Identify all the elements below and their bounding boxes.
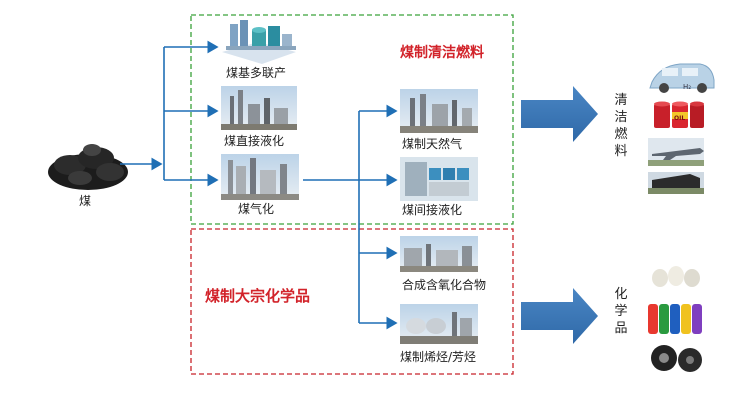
clean-fuel-output-label: 清洁燃料: [614, 93, 628, 159]
indirect-liquefaction-label: 煤间接液化: [402, 203, 463, 217]
chemicals-group-box: [190, 228, 514, 375]
colored-fibers-icon: [648, 304, 702, 334]
chemicals-big-arrow: [521, 288, 598, 344]
polygeneration-label: 煤基多联产: [226, 66, 287, 80]
clean-fuel-group-box: [190, 14, 514, 225]
olefins-aromatics-label: 煤制烯烃/芳烃: [400, 350, 477, 364]
oil-badge: OIL: [674, 115, 686, 122]
coal-pile-icon: [48, 144, 128, 190]
oxygenates-image: [400, 236, 478, 272]
sng-label: 煤制天然气: [402, 137, 463, 151]
gasification-image: [221, 154, 299, 200]
tires-icon: [651, 345, 702, 372]
polygeneration-plant-image: [222, 20, 296, 64]
indirect-liquefaction-image: [400, 157, 478, 201]
direct-liquefaction-image: [221, 86, 297, 130]
chemicals-group-title: 煤制大宗化学品: [205, 287, 311, 305]
direct-liquefaction-label: 煤直接液化: [224, 134, 285, 148]
truck-icon: [648, 172, 704, 194]
car-icon: [649, 63, 715, 93]
gasification-label: 煤气化: [238, 202, 275, 216]
olefins-aromatics-image: [400, 304, 478, 344]
clean-fuel-big-arrow: [521, 86, 598, 142]
oil-barrels-icon: [654, 101, 704, 128]
chemicals-output-label: 化学品: [614, 287, 628, 336]
clean-fuel-group-title: 煤制清洁燃料: [400, 45, 484, 61]
coal-label: 煤: [79, 194, 92, 208]
sng-image: [400, 89, 478, 133]
gasification-to-product-connectors: [303, 104, 398, 330]
yarn-rolls-icon: [652, 266, 700, 287]
jet-icon: [648, 138, 704, 166]
h2-badge: H₂: [683, 83, 692, 91]
coal-to-process-connectors: [120, 40, 219, 187]
oxygenates-label: 合成含氧化合物: [402, 278, 487, 292]
